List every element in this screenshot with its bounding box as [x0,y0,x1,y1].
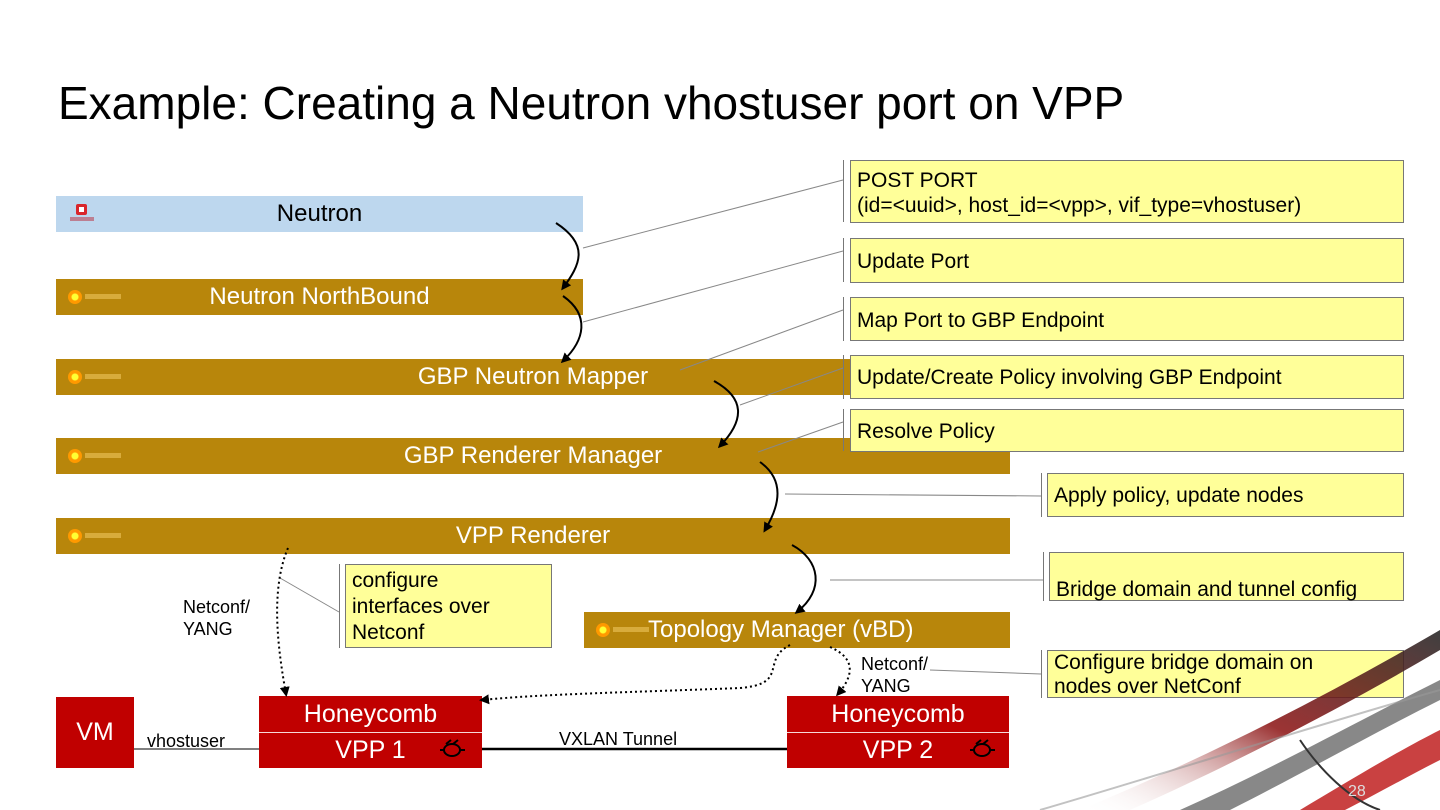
update-policy-note: Update/Create Policy involving GBP Endpo… [850,355,1404,399]
opendaylight-logo-icon [68,529,122,543]
fdio-bee-icon [970,739,995,757]
neutron-northbound-label: Neutron NorthBound [209,283,430,310]
netconf-left-line-1: Netconf/ [183,597,251,617]
bridge-domain-text: Bridge domain and tunnel config [1056,578,1358,601]
opendaylight-logo-icon [68,370,122,384]
topology-manager-label: Topology Manager (vBD) [648,616,914,643]
note-bracket [843,160,844,222]
vpp-renderer-layer: VPP Renderer [56,518,1010,554]
vm-box: VM [56,697,134,768]
map-port-text: Map Port to GBP Endpoint [857,309,1105,332]
leader-lines [279,179,1043,675]
page-number: 28 [1348,783,1366,800]
netconf-right-line-1: Netconf/ [861,654,929,674]
vpp-renderer-label: VPP Renderer [455,522,611,549]
neutron-layer: Neutron [56,196,583,232]
node-divider [787,732,1009,733]
netconf-yang-label-right: Netconf/ YANG [861,653,928,697]
neutron-northbound-layer: Neutron NorthBound [56,279,583,315]
vpp1-node: Honeycomb VPP 1 [259,696,482,768]
bridge-domain-note: Bridge domain and tunnel config [1049,552,1404,601]
note-bracket [1041,650,1042,698]
vpp-2-label: VPP 2 [862,736,934,764]
note-bracket [843,297,844,341]
resolve-policy-note: Resolve Policy [850,409,1404,452]
note-bracket [339,564,340,648]
update-port-text: Update Port [857,250,970,273]
configure-if-line-1: configure [352,569,439,592]
opendaylight-logo-icon [68,290,122,304]
opendaylight-logo-icon [596,623,650,637]
honeycomb-1-label: Honeycomb [303,699,438,728]
netconf-yang-label-left: Netconf/ YANG [183,596,250,640]
vpp2-node: Honeycomb VPP 2 [787,696,1009,768]
vm-label: VM [76,718,114,746]
note-bracket [1041,473,1042,517]
neutron-label: Neutron [276,200,363,227]
honeycomb-2-label: Honeycomb [831,699,965,728]
flow-arrows [555,222,817,614]
note-bracket [1043,552,1044,601]
node-divider [259,732,482,733]
configure-if-line-3: Netconf [352,621,425,644]
decorative-swoosh [1039,630,1440,810]
note-bracket [843,238,844,282]
openstack-logo-icon [70,204,96,224]
fdio-bee-icon [440,739,465,757]
netconf-arrows [276,547,851,705]
post-port-line-2: (id=<uuid>, host_id=<vpp>, vif_type=vhos… [857,194,1302,217]
update-port-note: Update Port [850,238,1404,283]
resolve-policy-text: Resolve Policy [857,420,995,443]
netconf-right-line-2: YANG [861,676,911,696]
note-bracket [843,355,844,399]
post-port-note: POST PORT (id=<uuid>, host_id=<vpp>, vif… [850,160,1404,223]
update-policy-text: Update/Create Policy involving GBP Endpo… [857,366,1282,389]
page-title: Example: Creating a Neutron vhostuser po… [58,77,1125,129]
apply-policy-text: Apply policy, update nodes [1054,484,1304,507]
vpp-1-label: VPP 1 [335,736,406,764]
netconf-left-line-2: YANG [183,619,233,639]
opendaylight-logo-icon [68,449,122,463]
configure-if-line-2: interfaces over [352,595,490,618]
vxlan-tunnel-label: VXLAN Tunnel [559,729,678,749]
map-port-note: Map Port to GBP Endpoint [850,297,1404,341]
configure-interfaces-note: configure interfaces over Netconf [345,564,552,648]
configure-bd-line-1: Configure bridge domain on [1054,651,1314,674]
topology-manager-layer: Topology Manager (vBD) [584,612,1010,648]
apply-policy-note: Apply policy, update nodes [1047,473,1404,517]
gbp-renderer-manager-label: GBP Renderer Manager [403,442,663,469]
configure-bd-line-2: nodes over NetConf [1054,675,1241,698]
post-port-line-1: POST PORT [857,169,978,192]
gbp-neutron-mapper-label: GBP Neutron Mapper [417,363,649,390]
vhostuser-label: vhostuser [147,731,226,751]
note-bracket [843,409,844,451]
